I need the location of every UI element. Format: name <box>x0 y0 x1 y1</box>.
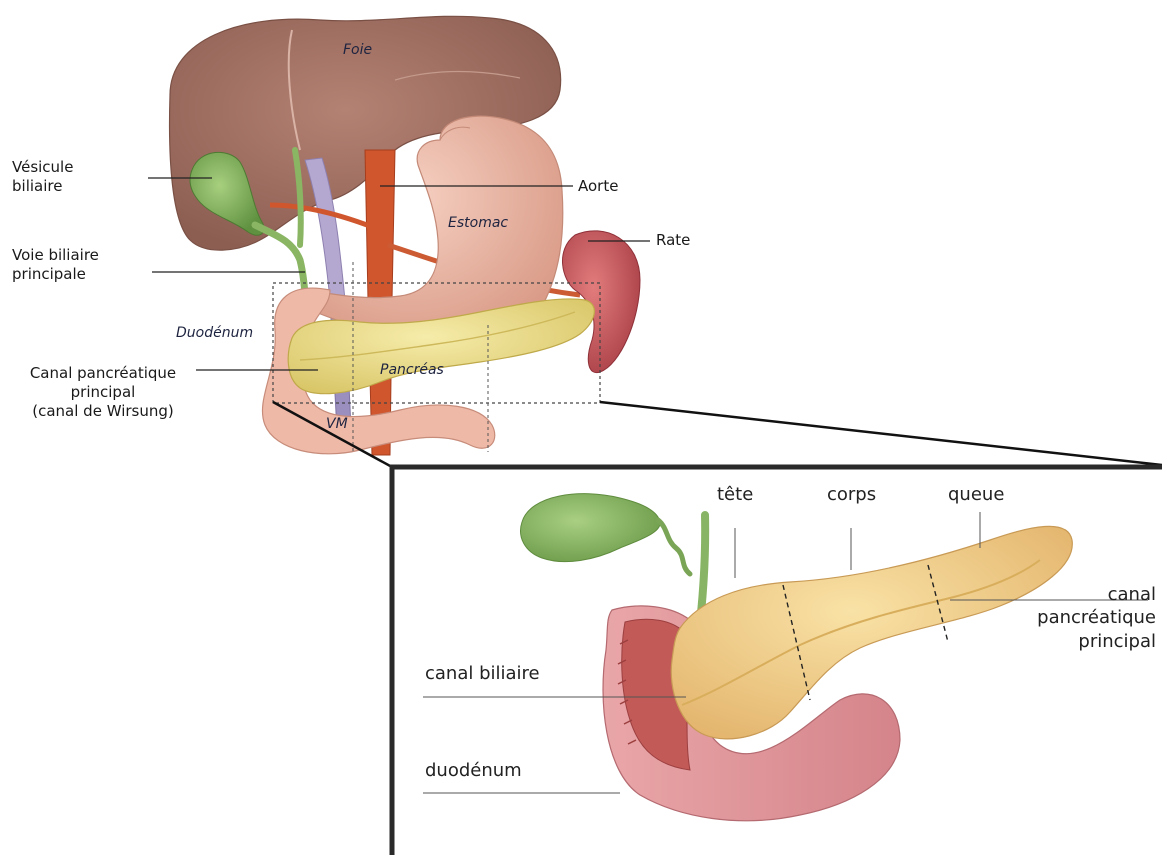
pancreas-label: Pancréas <box>380 362 444 380</box>
duodenum-label: Duodénum <box>176 325 253 343</box>
detail-wirsung-callout: canal pancréatique principal <box>1020 583 1156 653</box>
wirsung-callout-line-1: Canal pancréatique <box>12 364 194 383</box>
tail-label: queue <box>948 484 1004 507</box>
detail-wirsung-callout-line-3: principal <box>1020 630 1156 653</box>
overview-illustration <box>170 16 640 455</box>
gallbladder-callout-line-2: biliaire <box>12 177 73 196</box>
gallbladder-callout-line-1: Vésicule <box>12 158 73 177</box>
duodenum-detail-label: duodénum <box>425 760 522 783</box>
body-label: corps <box>827 484 876 507</box>
liver-label: Foie <box>343 42 372 60</box>
detail-wirsung-callout-line-1: canal <box>1020 583 1156 606</box>
detail-gallbladder-shape <box>521 494 661 562</box>
detail-wirsung-callout-line-2: pancréatique <box>1020 606 1156 629</box>
bile-duct-detail-label: canal biliaire <box>425 663 540 686</box>
vm-label: VM <box>326 416 348 434</box>
detail-cystic-duct <box>658 520 690 574</box>
detail-panel <box>392 467 1162 855</box>
wirsung-callout-line-2: principal <box>12 383 194 402</box>
aorta-callout: Aorte <box>578 177 618 196</box>
bile-duct-callout: Voie biliaire principale <box>12 246 99 284</box>
spleen-callout: Rate <box>656 231 690 250</box>
bile-duct-callout-line-1: Voie biliaire <box>12 246 99 265</box>
wirsung-callout-line-3: (canal de Wirsung) <box>12 402 194 421</box>
zoom-line-right <box>600 402 1162 465</box>
stomach-label: Estomac <box>448 215 508 233</box>
gallbladder-callout: Vésicule biliaire <box>12 158 73 196</box>
head-label: tête <box>717 484 753 507</box>
bile-duct-callout-line-2: principale <box>12 265 99 284</box>
wirsung-callout: Canal pancréatique principal (canal de W… <box>12 364 194 420</box>
